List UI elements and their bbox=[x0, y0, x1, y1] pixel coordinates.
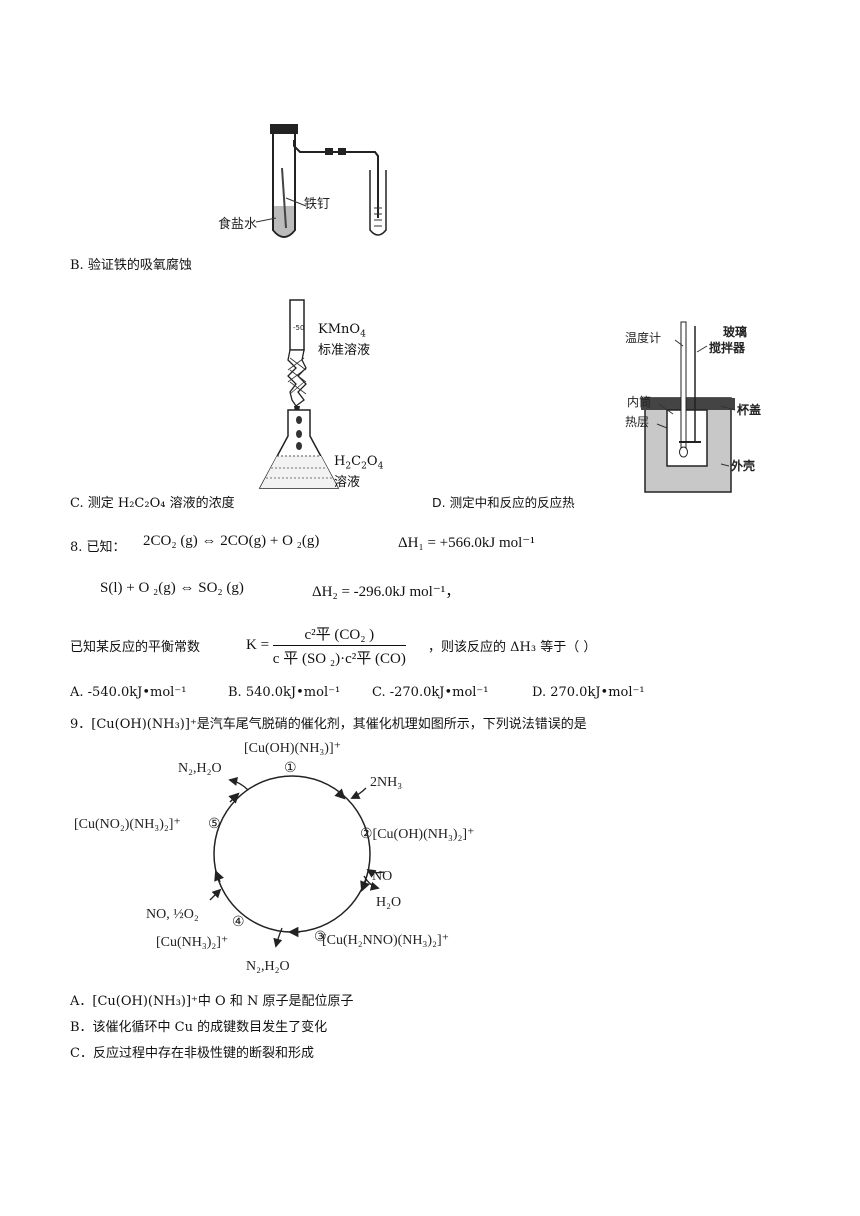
cycle-species-5: [Cu(NO₂)(NH₃)₂]⁺ bbox=[74, 817, 181, 832]
q8-prefix: 8. 已知： bbox=[70, 540, 126, 555]
q8-k-numerator: c²平 (CO₂ ) bbox=[272, 623, 406, 646]
cycle-output-n2-h2o-bottom: N₂,H₂O bbox=[246, 959, 290, 974]
label-stirrer: 搅拌器 bbox=[709, 340, 746, 355]
cycle-step-1: ① bbox=[284, 761, 297, 776]
cycle-species-2: ②[Cu(OH)(NH₃)₂]⁺ bbox=[360, 827, 474, 842]
q9-option-b: B．该催化循环中 Cu 的成键数目发生了变化 bbox=[70, 1020, 328, 1035]
label-iron-nail: 铁钉 bbox=[304, 197, 330, 212]
cycle-input-no-o2: NO, ½O₂ bbox=[146, 907, 199, 922]
caption-d: D. 测定中和反应的反应热 bbox=[432, 495, 575, 510]
label-salt-water: 食盐水 bbox=[218, 216, 257, 232]
q9-option-a: A．[Cu(OH)(NH₃)]⁺中 O 和 N 原子是配位原子 bbox=[70, 994, 354, 1009]
figure-d-calorimeter: 温度计 玻璃 搅拌器 内筒 杯盖 隔热层 外壳 bbox=[625, 321, 761, 493]
q8-eq2: S(l) + O ₂(g) ⇔ SO₂ (g) bbox=[100, 580, 244, 596]
caption-c: C. 测定 H₂C₂O₄ 溶液的浓度 bbox=[70, 496, 235, 511]
label-inner-cup: 内筒 bbox=[627, 394, 651, 409]
cycle-output-n2-h2o-top: N₂,H₂O bbox=[178, 761, 222, 776]
label-thermometer: 温度计 bbox=[625, 330, 661, 345]
q9-option-c: C．反应过程中存在非极性键的断裂和形成 bbox=[70, 1046, 314, 1061]
label-glass: 玻璃 bbox=[723, 324, 747, 339]
cycle-step-5: ⑤ bbox=[208, 817, 221, 832]
label-h2c2o4: H2C2O4 溶液 bbox=[334, 454, 384, 490]
cycle-species-4: [Cu(NH₃)₂]⁺ bbox=[156, 935, 228, 950]
q8-eq2-dh: ΔH₂ = -296.0kJ mol⁻¹， bbox=[312, 584, 461, 600]
cycle-input-no: NO bbox=[372, 869, 392, 884]
q8-k-suffix: ，则该反应的 ΔH₃ 等于（ ） bbox=[428, 640, 597, 655]
cycle-species-3: [Cu(H₂NNO)(NH₃)₂]⁺ bbox=[322, 933, 449, 948]
q8-k-denominator: c 平 (SO ₂)·c²平 (CO) bbox=[272, 651, 406, 667]
q8-option-c: C. -270.0kJ•mol⁻¹ bbox=[372, 685, 489, 700]
q8-eq1: 2CO₂ (g) ⇔ 2CO(g) + O ₂(g) bbox=[143, 533, 320, 549]
q8-eq1-dh: ΔH₁ = +566.0kJ mol⁻¹ bbox=[398, 535, 535, 551]
q8-option-d: D. 270.0kJ•mol⁻¹ bbox=[532, 685, 645, 700]
label-lid: 杯盖 bbox=[737, 402, 761, 417]
q8-option-a: A. -540.0kJ•mol⁻¹ bbox=[70, 685, 187, 700]
q8-k-expression: K = c²平 (CO₂ ) c 平 (SO ₂)·c²平 (CO) bbox=[246, 623, 406, 668]
burette-mark: -50 bbox=[293, 324, 304, 332]
figure-c-titration: -50 bbox=[258, 299, 340, 489]
cycle-output-h2o: H₂O bbox=[376, 895, 401, 910]
label-kmno4: KMnO4 标准溶液 bbox=[318, 322, 371, 358]
caption-b: B. 验证铁的吸氧腐蚀 bbox=[70, 258, 192, 273]
q8-option-b: B. 540.0kJ•mol⁻¹ bbox=[228, 685, 341, 700]
figure-b-apparatus: 食盐水 铁钉 bbox=[218, 124, 387, 238]
q8-k-prefix: 已知某反应的平衡常数 bbox=[70, 640, 201, 655]
cycle-step-4: ④ bbox=[232, 915, 245, 930]
cycle-species-1: [Cu(OH)(NH₃)]⁺ bbox=[244, 741, 341, 756]
cycle-input-nh3: 2NH₃ bbox=[370, 775, 402, 790]
q9-stem: 9．[Cu(OH)(NH₃)]⁺是汽车尾气脱硝的催化剂，其催化机理如图所示，下列… bbox=[70, 717, 587, 732]
cycle-step-3: ③ bbox=[314, 930, 327, 945]
label-shell: 外壳 bbox=[731, 458, 755, 473]
label-insulation: 隔热层 bbox=[625, 415, 649, 429]
q8-k-fraction: c²平 (CO₂ ) c 平 (SO ₂)·c²平 (CO) bbox=[272, 623, 406, 668]
q9-catalytic-cycle: [Cu(OH)(NH₃)]⁺ ① ②[Cu(OH)(NH₃)₂]⁺ ③ [Cu(… bbox=[74, 741, 474, 974]
